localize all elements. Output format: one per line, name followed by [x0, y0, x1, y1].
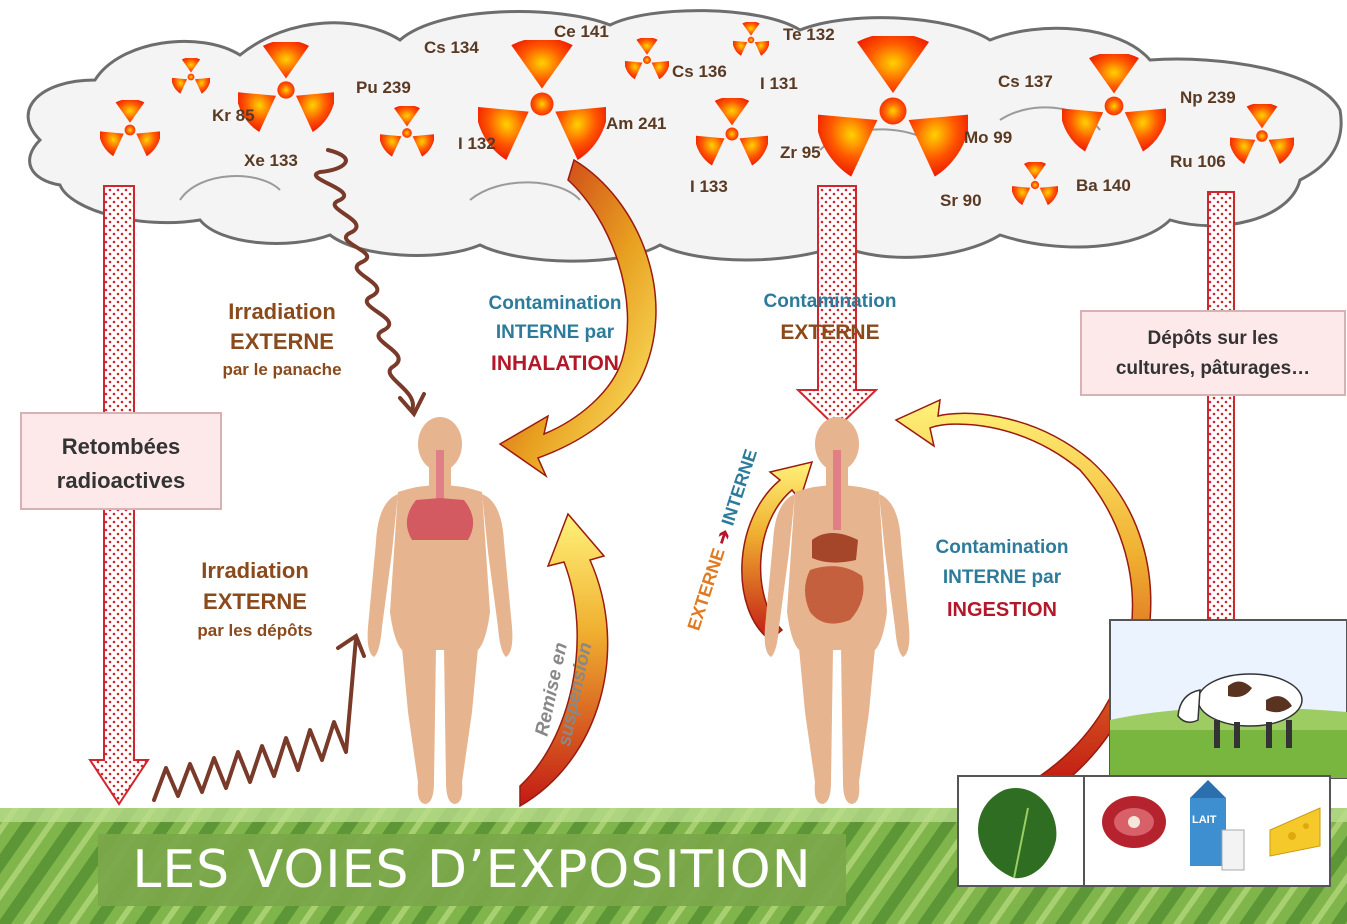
isotope-label: Te 132	[783, 25, 835, 45]
isotope-label: I 131	[760, 74, 798, 94]
isotope-label: Np 239	[1180, 88, 1236, 108]
depots-cultures-line1: Dépôts sur les	[1082, 324, 1344, 354]
retombees-line2: radioactives	[22, 464, 220, 498]
irradiation-panache-label: Irradiation EXTERNE par le panache	[192, 298, 372, 382]
arrow-right-icon: ➔	[711, 527, 735, 548]
isotope-label: Ba 140	[1076, 176, 1131, 196]
isotope-label: Zr 95	[780, 143, 821, 163]
irradiation-panache-line2: EXTERNE	[192, 326, 372, 358]
isotope-label: Ce 141	[554, 22, 609, 42]
milk-carton-label: LAIT	[1192, 814, 1216, 826]
isotope-label: Cs 134	[424, 38, 479, 58]
fallout-arrows	[90, 186, 1248, 804]
isotope-label: Ru 106	[1170, 152, 1226, 172]
irradiation-depots-line1: Irradiation	[170, 557, 340, 585]
retombees-line1: Retombées	[22, 430, 220, 464]
inhalation-line2: INTERNE par	[460, 318, 650, 348]
page-title: LES VOIES D’EXPOSITION	[98, 834, 846, 906]
human-figures	[368, 417, 910, 804]
irradiation-panache-line1: Irradiation	[192, 298, 372, 326]
isotope-label: Cs 137	[998, 72, 1053, 92]
isotope-label: Sr 90	[940, 191, 982, 211]
contamination-externe-label: Contamination EXTERNE	[730, 288, 930, 350]
inhalation-line3: INHALATION	[460, 348, 650, 380]
contamination-externe-line2: EXTERNE	[730, 316, 930, 350]
pasture-cow-picture	[1110, 620, 1347, 778]
depots-cultures-box: Dépôts sur les cultures, pâturages…	[1080, 310, 1346, 396]
isotope-label: Am 241	[606, 114, 666, 134]
ingestion-line1: Contamination	[904, 534, 1100, 562]
isotope-label: Xe 133	[244, 151, 298, 171]
isotope-label: Cs 136	[672, 62, 727, 82]
inhalation-line1: Contamination	[460, 290, 650, 318]
ingestion-label: Contamination INTERNE par INGESTION	[904, 534, 1100, 626]
ingestion-line3: INGESTION	[904, 594, 1100, 626]
irradiation-depots-line2: EXTERNE	[170, 585, 340, 619]
isotope-label: Mo 99	[964, 128, 1012, 148]
irradiation-panache-line3: par le panache	[192, 358, 372, 382]
contamination-externe-line1: Contamination	[730, 288, 930, 316]
isotope-label: I 132	[458, 134, 496, 154]
food-panel	[958, 776, 1330, 886]
irradiation-depots-label: Irradiation EXTERNE par les dépôts	[170, 557, 340, 643]
isotope-label: I 133	[690, 177, 728, 197]
isotope-label: Kr 85	[212, 106, 255, 126]
irradiation-depots-line3: par les dépôts	[170, 619, 340, 643]
inhalation-label: Contamination INTERNE par INHALATION	[460, 290, 650, 380]
retombees-box: Retombées radioactives	[20, 412, 222, 510]
ingestion-line2: INTERNE par	[904, 562, 1100, 594]
depots-cultures-line2: cultures, pâturages…	[1082, 354, 1344, 384]
isotope-label: Pu 239	[356, 78, 411, 98]
meat-steak-icon	[1102, 796, 1166, 848]
